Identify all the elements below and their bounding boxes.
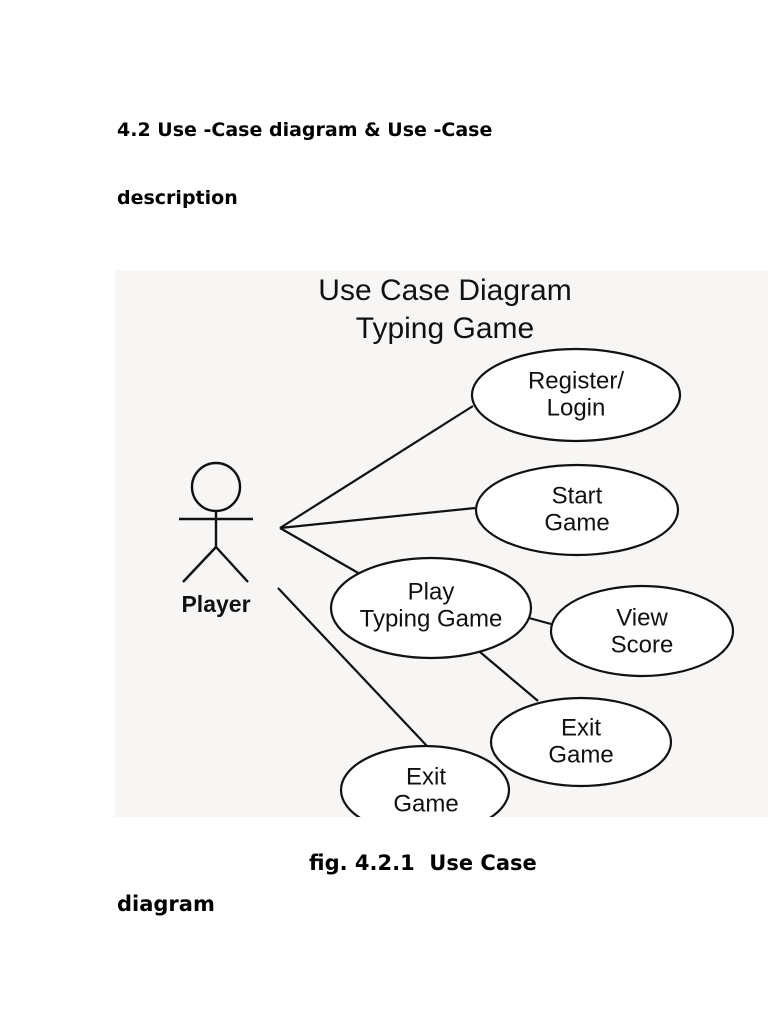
diagram-title-line-2: Typing Game bbox=[356, 312, 534, 345]
use-case-register-login: Register/ Login bbox=[470, 347, 682, 443]
stick-figure-icon bbox=[179, 461, 253, 583]
figure-caption-line-2: diagram bbox=[117, 892, 215, 916]
use-case-label-line-1: Exit bbox=[406, 763, 446, 790]
use-case-diagram-figure: Use Case Diagram Typing Game Player Regi… bbox=[115, 270, 768, 817]
use-case-view-score: View Score bbox=[549, 584, 735, 678]
use-case-label-line-2: Login bbox=[547, 394, 606, 421]
use-case-label-line-1: Register/ bbox=[528, 367, 624, 394]
diagram-title-line-1: Use Case Diagram bbox=[318, 274, 571, 307]
use-case-start-game: Start Game bbox=[474, 463, 680, 557]
section-heading-line-2: description bbox=[117, 187, 238, 209]
section-heading-line-1: 4.2 Use -Case diagram & Use -Case bbox=[117, 119, 493, 141]
use-case-diagram: Use Case Diagram Typing Game Player Regi… bbox=[179, 274, 735, 817]
actor-label: Player bbox=[181, 591, 250, 617]
use-case-label-line-1: View bbox=[616, 604, 668, 631]
association-exit-game-right bbox=[479, 651, 539, 702]
use-case-label-line-2: Game bbox=[548, 741, 613, 768]
use-case-label-line-2: Score bbox=[611, 631, 674, 658]
association-exit-game-bottom bbox=[277, 587, 428, 747]
use-case-label-line-1: Exit bbox=[561, 714, 601, 741]
use-case-exit-game-bottom: Exit Game bbox=[339, 744, 511, 817]
use-case-label-line-1: Start bbox=[552, 482, 603, 509]
use-case-label-line-2: Typing Game bbox=[360, 605, 503, 632]
use-case-label-line-2: Game bbox=[544, 509, 609, 536]
figure-caption-line-1: fig. 4.2.1 Use Case bbox=[309, 851, 537, 875]
use-case-label-line-1: Play bbox=[408, 578, 455, 605]
association-lines bbox=[277, 405, 552, 747]
association-start-game bbox=[279, 506, 476, 530]
use-case-play-typing-game: Play Typing Game bbox=[329, 556, 533, 660]
use-case-label-line-2: Game bbox=[393, 790, 458, 817]
association-play-typing-game bbox=[279, 527, 361, 575]
use-case-exit-game-right: Exit Game bbox=[489, 696, 673, 788]
association-register-login bbox=[279, 405, 474, 529]
association-view-score bbox=[528, 616, 552, 626]
